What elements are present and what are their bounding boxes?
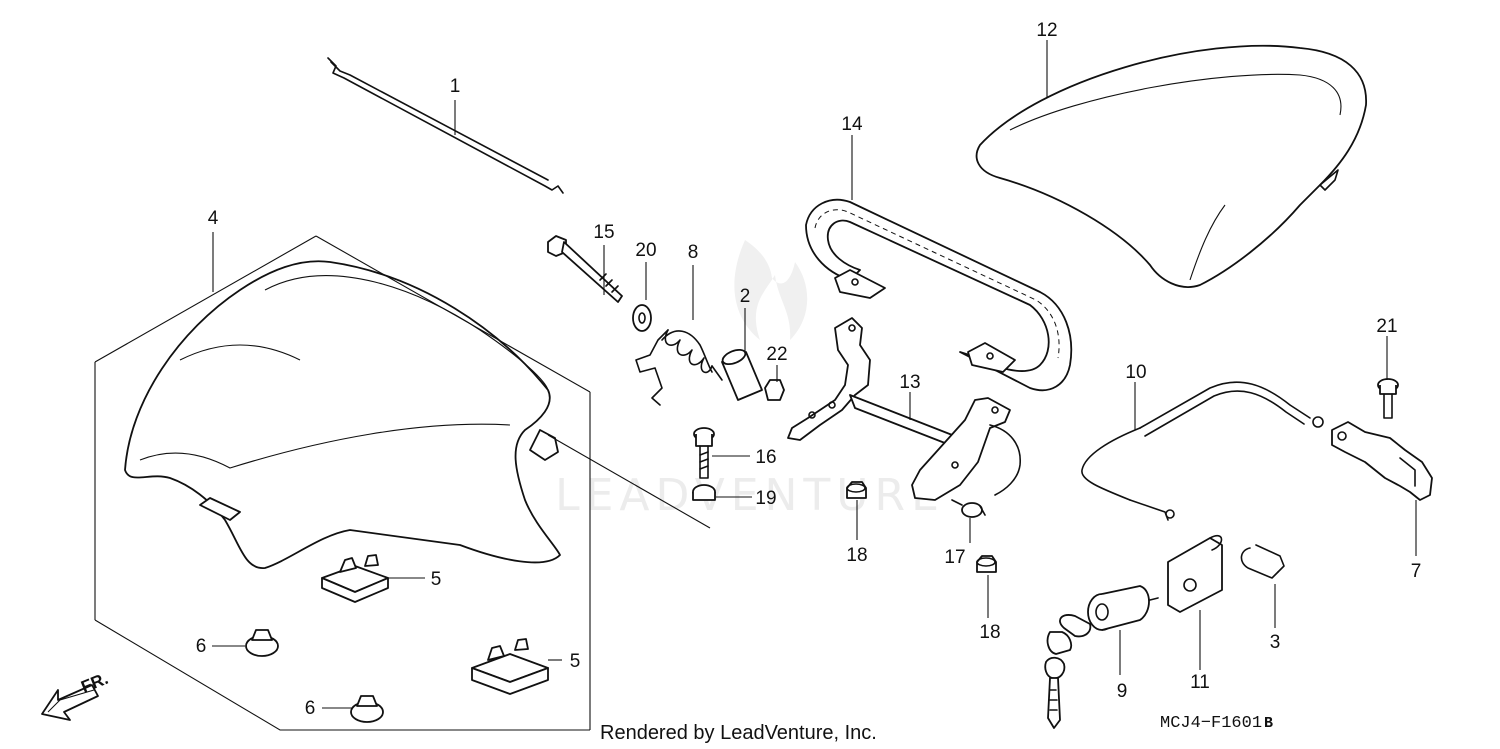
part-1-rod: [327, 57, 564, 194]
callout-15: 15: [593, 222, 614, 243]
part-16-bolt: [693, 427, 715, 479]
part-2-collar: [721, 348, 763, 401]
part-17-screw: [951, 499, 986, 518]
part-19-nut: [692, 484, 716, 501]
render-credit: Rendered by LeadVenture, Inc.: [600, 722, 877, 744]
callout-19: 19: [755, 488, 776, 509]
part-15-bolt: [547, 235, 623, 303]
callouts: 1 4 15 20 8 2 22 14 12 13 10 21 7 16 19 …: [196, 20, 1422, 719]
callout-12: 12: [1036, 20, 1057, 41]
part-7-latch: [1331, 421, 1433, 501]
front-direction-indicator: FR.: [41, 669, 111, 721]
diagram-code-suffix: B: [1264, 715, 1273, 732]
callout-4: 4: [208, 208, 219, 229]
leader-lines: [212, 40, 1417, 709]
callout-18-upper: 18: [846, 545, 867, 566]
part-4-front-seat: [124, 260, 561, 569]
callout-2: 2: [740, 286, 751, 307]
part-21-bolt: [1377, 378, 1399, 419]
callout-14: 14: [841, 114, 863, 135]
callout-3: 3: [1270, 632, 1281, 653]
callout-5-upper: 5: [431, 569, 442, 590]
part-8-spring: [635, 329, 723, 406]
callout-20: 20: [635, 240, 656, 261]
front-label: FR.: [78, 669, 111, 697]
callout-6-upper: 6: [196, 636, 207, 657]
part-20-washer: [632, 304, 652, 332]
callout-22: 22: [766, 344, 787, 365]
front-arrow-icon: [41, 684, 99, 721]
part-5-block-upper: [321, 554, 389, 603]
part-14-grab-rail: [805, 198, 1073, 392]
callout-17: 17: [944, 547, 965, 568]
callout-10: 10: [1125, 362, 1146, 383]
watermark: LEADVENTURE: [555, 240, 945, 521]
callout-9: 9: [1117, 681, 1128, 702]
part-12-rear-seat: [975, 44, 1367, 288]
callout-16: 16: [755, 447, 776, 468]
callout-5-lower: 5: [570, 651, 581, 672]
callout-1: 1: [450, 76, 461, 97]
part-6-grommet-lower: [350, 695, 384, 723]
diagram-code-main: MCJ4−F1601: [1160, 714, 1262, 733]
callout-11: 11: [1190, 672, 1210, 693]
callout-21: 21: [1376, 316, 1397, 337]
part-10-cable: [1081, 381, 1324, 521]
part-3-clip: [1240, 544, 1285, 579]
part-18-nut-upper: [846, 481, 867, 499]
callout-7: 7: [1411, 561, 1422, 582]
callout-8: 8: [688, 242, 699, 263]
part-6-grommet-upper: [245, 629, 279, 657]
part-13-bracket: [787, 317, 1021, 501]
watermark-flame-icon: [734, 240, 808, 340]
callout-18-lower: 18: [979, 622, 1000, 643]
callout-13: 13: [899, 372, 920, 393]
part-18-nut-lower: [976, 555, 997, 573]
watermark-text: LEADVENTURE: [555, 470, 945, 521]
part-11-plate: [1167, 534, 1223, 613]
part-22-nut: [764, 379, 785, 401]
part-9-key-cylinder: [1044, 585, 1159, 729]
callout-6-lower: 6: [305, 698, 316, 719]
part-5-block-lower: [471, 638, 549, 695]
front-seat-group-frame: [94, 235, 711, 731]
